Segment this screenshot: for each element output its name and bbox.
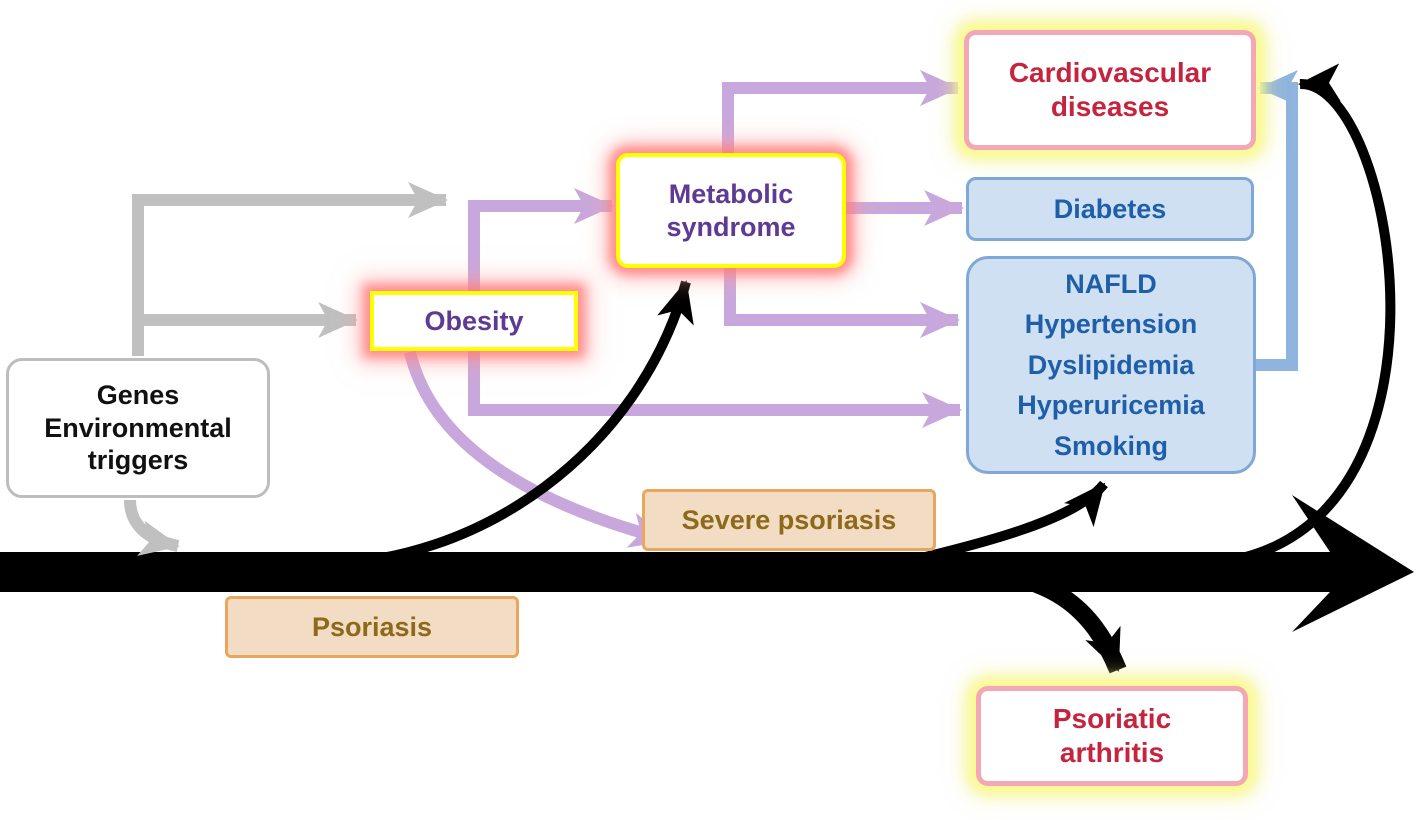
diabetes-box: Diabetes — [966, 177, 1254, 241]
obesity-to-severe-arrow — [404, 350, 670, 548]
psa-line-2: arthritis — [1059, 737, 1165, 768]
risk-item-nafld: NAFLD — [1065, 268, 1157, 299]
timeline-to-psa-arrow — [961, 561, 1127, 674]
psa-line-1: Psoriatic — [1052, 702, 1172, 734]
metabolic-to-risk-arrow — [724, 268, 960, 338]
psoriasis-label: Psoriasis — [311, 611, 433, 642]
psoriasis-box: Psoriasis — [225, 596, 519, 658]
psoriasis-to-metabolic-arrow — [311, 280, 694, 570]
genes-to-timeline-arrow — [124, 499, 180, 556]
obesity-to-risk-arrow — [468, 350, 962, 428]
timeline-to-cardio-arrow — [1179, 63, 1396, 570]
psoriatic-arthritis-box: Psoriatic arthritis — [976, 686, 1248, 786]
risk-factors-box: NAFLD Hypertension Dyslipidemia Hyperuri… — [966, 256, 1256, 474]
obesity-label: Obesity — [424, 305, 524, 336]
genes-line-3: triggers — [87, 445, 189, 476]
risk-to-cardio-arrow — [1256, 70, 1298, 371]
severe-psoriasis-box: Severe psoriasis — [642, 489, 936, 551]
timeline-arrow — [0, 495, 1414, 632]
severe-to-risk-arrow — [846, 480, 1108, 581]
risk-item-smoking: Smoking — [1053, 430, 1168, 461]
risk-item-hypertension: Hypertension — [1024, 309, 1198, 340]
genes-line-1: Genes — [96, 379, 180, 410]
diabetes-label: Diabetes — [1053, 193, 1167, 224]
cardio-line-1: Cardiovascular — [1008, 56, 1212, 88]
obesity-box: Obesity — [370, 291, 578, 351]
genes-line-2: Environmental — [44, 412, 232, 443]
risk-item-dyslipidemia: Dyslipidemia — [1027, 349, 1195, 380]
genes-environmental-triggers-box: Genes Environmental triggers — [6, 358, 270, 498]
metabolic-line-2: syndrome — [666, 211, 796, 242]
severe-psoriasis-label: Severe psoriasis — [681, 504, 897, 535]
metabolic-line-1: Metabolic — [668, 178, 794, 209]
metabolic-to-cardio-arrow — [722, 70, 960, 153]
obesity-to-metabolic-arrow — [468, 188, 614, 292]
cardiovascular-diseases-box: Cardiovascular diseases — [964, 30, 1256, 150]
metabolic-syndrome-box: Metabolic syndrome — [616, 153, 846, 268]
risk-item-hyperuricemia: Hyperuricemia — [1017, 390, 1205, 421]
cardio-line-2: diseases — [1050, 91, 1170, 122]
